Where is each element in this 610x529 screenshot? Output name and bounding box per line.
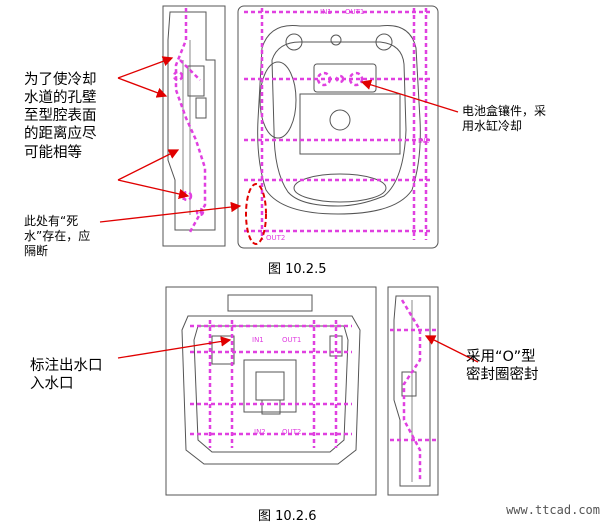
- watermark: www.ttcad.com: [506, 503, 600, 517]
- fig2-arrows: [117, 335, 479, 363]
- fig2-plan-view: [165, 286, 377, 496]
- note-o-ring: 采用“O”型 密封圈密封: [466, 349, 539, 384]
- port-label-out1-top: OUT1: [345, 8, 364, 16]
- port-label-out2-top: OUT2: [266, 234, 285, 242]
- port-label-out1-bottom: OUT1: [282, 336, 301, 344]
- fig2-side-cooling: [390, 299, 436, 480]
- fig1-plan-view: [237, 5, 439, 249]
- caption-fig-10-2-6: 图 10.2.6: [258, 509, 317, 524]
- port-label-in2-bottom: IN2: [254, 428, 266, 436]
- fig1-side-view: [162, 5, 226, 247]
- note-equal-distance: 为了使冷却 水道的孔壁 至型腔表面 的距离应尽 可能相等: [24, 72, 97, 161]
- port-label-in1-top: IN1: [320, 8, 332, 16]
- fig1-arrows: [99, 56, 459, 223]
- caption-fig-10-2-5: 图 10.2.5: [268, 262, 327, 277]
- dead-water-ring: [245, 183, 267, 245]
- note-battery-insert: 电池盒镶件，采 用水缸冷却: [462, 104, 547, 133]
- port-label-in1-bottom: IN1: [252, 336, 264, 344]
- port-label-in2-top: IN2: [418, 137, 430, 145]
- fig1-side-cooling: [172, 8, 207, 233]
- port-label-out2-bottom: OUT2: [282, 428, 301, 436]
- fig1-plan-cooling: [244, 8, 432, 240]
- note-mark-ports: 标注出水口 入水口: [30, 358, 103, 393]
- fig2-plan-cooling: [190, 320, 352, 448]
- note-dead-water: 此处有“死 水”存在，应 隔断: [24, 214, 91, 258]
